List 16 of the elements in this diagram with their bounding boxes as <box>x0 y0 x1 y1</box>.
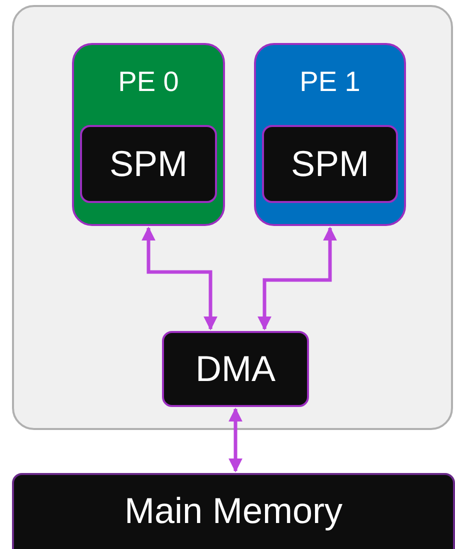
container-panel <box>12 5 453 430</box>
box-label: Main Memory <box>124 491 343 531</box>
box-label: SPM <box>109 144 188 184</box>
module-box <box>162 331 309 407</box>
double-arrow <box>142 226 218 330</box>
module-box <box>262 125 398 203</box>
box-label: SPM <box>290 144 369 184</box>
processing-element-box <box>254 43 406 226</box>
processing-element-box <box>72 43 225 226</box>
memory-bar <box>12 473 455 549</box>
box-label: DMA <box>196 349 276 389</box>
double-arrow <box>228 408 242 472</box>
double-arrow <box>258 226 337 330</box>
box-label: PE 1 <box>300 67 360 98</box>
module-box <box>80 125 217 203</box>
box-label: PE 0 <box>118 67 179 98</box>
